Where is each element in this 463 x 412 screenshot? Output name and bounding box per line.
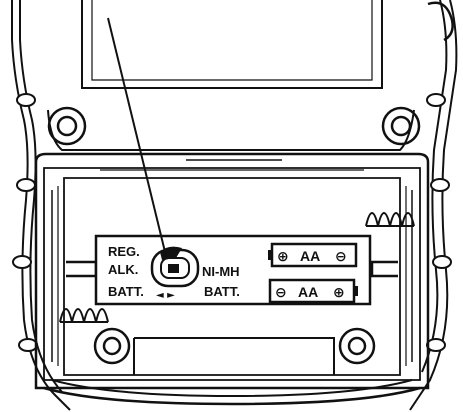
upper-screw-left bbox=[47, 106, 87, 146]
battery-top-left-terminal: ⊕ bbox=[277, 249, 289, 265]
battery-bottom-left-terminal: ⊖ bbox=[275, 285, 287, 301]
device-body-outline bbox=[11, 0, 458, 411]
label-batt-left: BATT. bbox=[108, 284, 144, 299]
switch-direction-arrows: ◄ ► bbox=[156, 290, 175, 301]
battery-cell-bottom: ⊖ AA ⊕ bbox=[268, 278, 358, 304]
battery-cell-top: ⊕ AA ⊖ bbox=[268, 242, 358, 268]
battery-bottom-right-terminal: ⊕ bbox=[333, 285, 345, 301]
battery-top-label: AA bbox=[300, 248, 320, 264]
label-reg: REG. bbox=[108, 244, 140, 259]
upper-screw-right bbox=[381, 106, 421, 146]
battery-top-right-terminal: ⊖ bbox=[335, 249, 347, 265]
contact-spring-right bbox=[365, 212, 415, 227]
lower-screw-right bbox=[338, 327, 376, 365]
battery-bottom-label: AA bbox=[298, 284, 318, 300]
contact-spring-left bbox=[59, 308, 109, 323]
lower-screw-left bbox=[93, 327, 131, 365]
label-batt-right: BATT. bbox=[204, 284, 240, 299]
pointer-leader-line bbox=[107, 17, 167, 257]
label-nimh: NI-MH bbox=[202, 264, 240, 279]
bottom-cutout bbox=[133, 337, 335, 375]
label-alk: ALK. bbox=[108, 262, 138, 277]
